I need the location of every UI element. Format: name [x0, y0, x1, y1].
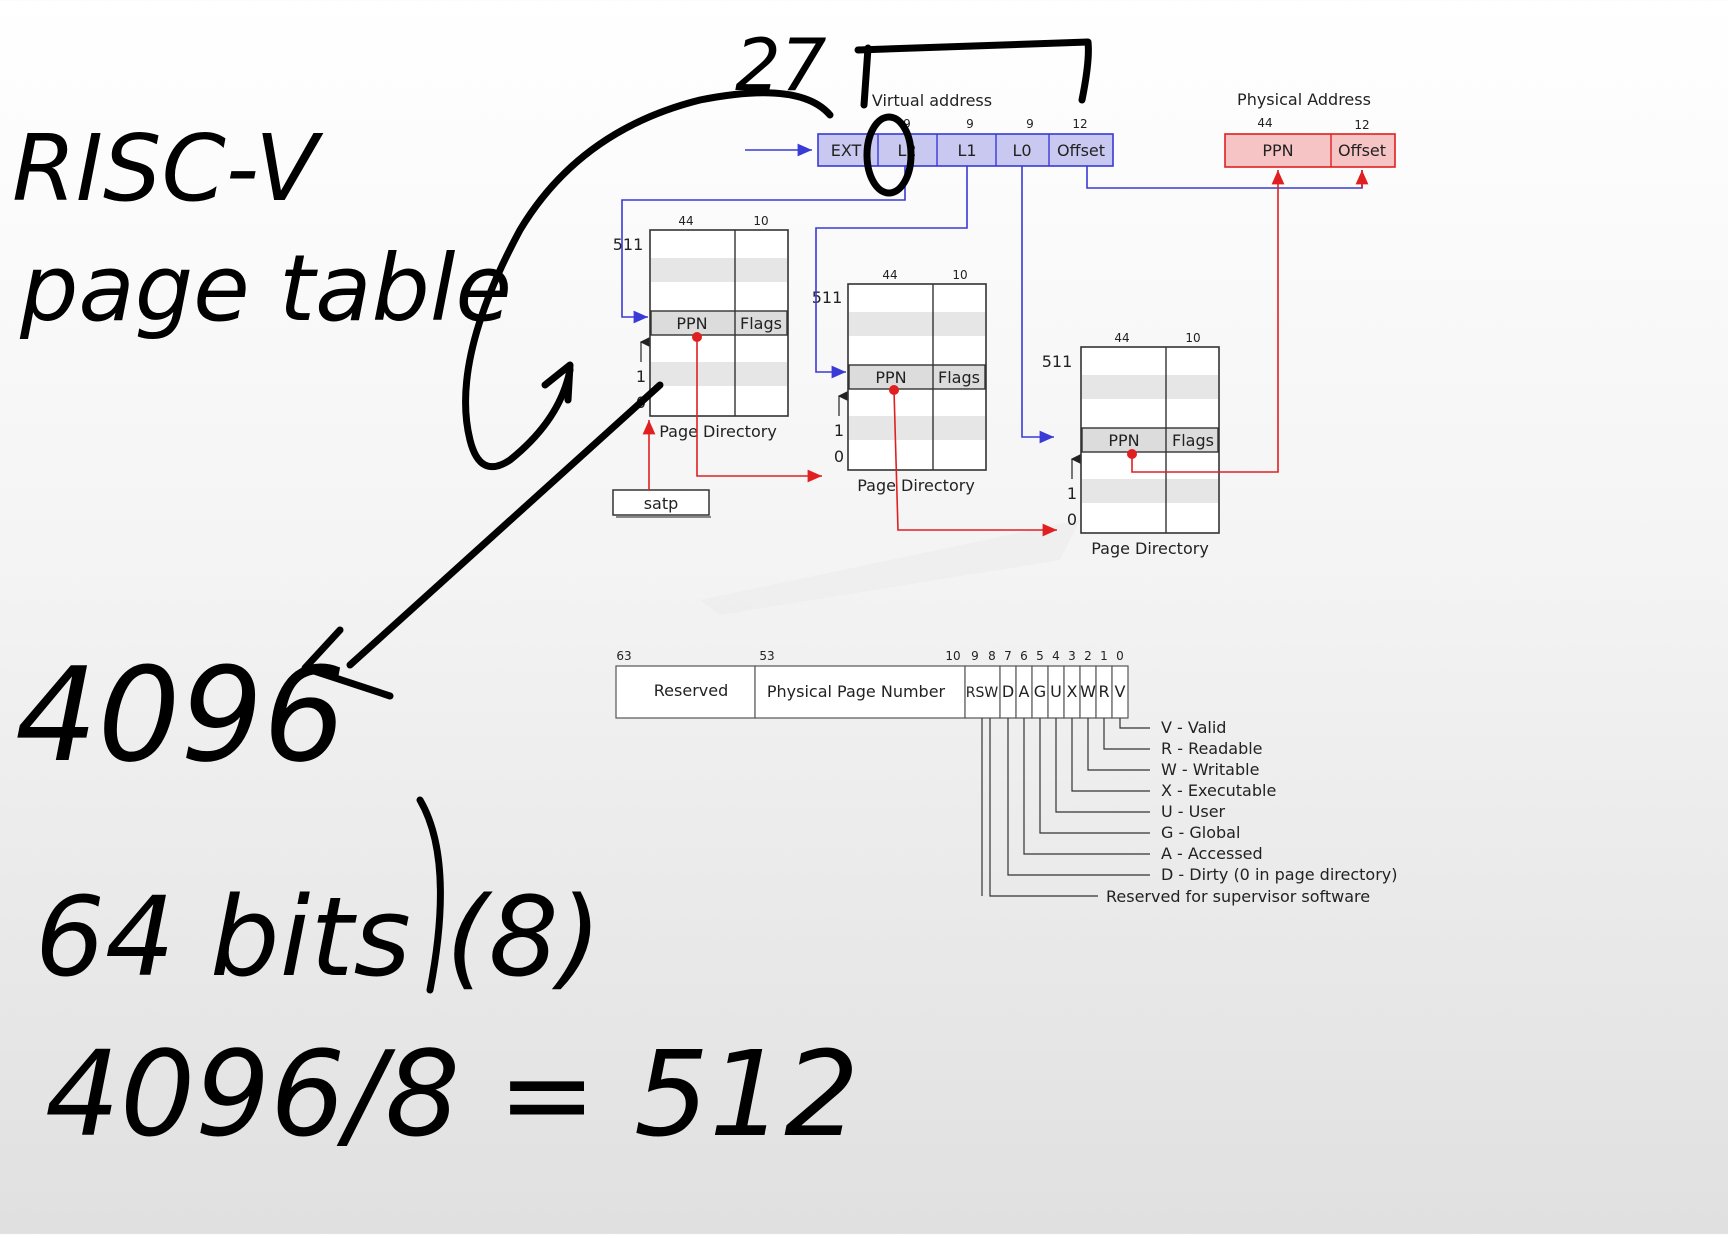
legend-writable: W - Writable: [1161, 760, 1259, 779]
note-4096: 4096: [15, 639, 346, 791]
legend-valid: V - Valid: [1161, 718, 1226, 737]
va-field-l0: L0: [1012, 141, 1031, 160]
shading-wedge: [700, 520, 1080, 615]
pd1-ppn-bits: 44: [678, 214, 693, 228]
handwritten-notes: RISC-V page table 27 4096 64 bits (8) 40…: [12, 23, 1092, 1163]
pte-bit-10: 10: [945, 649, 960, 663]
pd1-flag-bits: 10: [753, 214, 768, 228]
pte-bit-2: 2: [1084, 649, 1092, 663]
pd3-index-1: 1: [1067, 484, 1077, 503]
pte-field-g: G: [1034, 682, 1046, 701]
pte-bit-8: 8: [988, 649, 996, 663]
va-bits-l0: 9: [1026, 117, 1034, 131]
virtual-address-label: Virtual address: [872, 91, 992, 110]
pte-field-r: R: [1098, 682, 1109, 701]
pd1-label: Page Directory: [659, 422, 777, 441]
pte-bit-3: 3: [1068, 649, 1076, 663]
pte-bit-1: 1: [1100, 649, 1108, 663]
pte-field-a: A: [1019, 682, 1030, 701]
va-bits-l2: 9: [903, 117, 911, 131]
va-field-ext: EXT: [831, 141, 862, 160]
pd2-flag-bits: 10: [952, 268, 967, 282]
physical-address-label: Physical Address: [1237, 90, 1371, 109]
legend-accessed: A - Accessed: [1161, 844, 1263, 863]
pa-bits-offset: 12: [1354, 118, 1369, 132]
va-bits-l1: 9: [966, 117, 974, 131]
bracket-stroke: [854, 38, 1092, 104]
va-bits-offset: 12: [1072, 117, 1087, 131]
note-64-bits: 64 bits (8): [35, 873, 602, 1001]
pd1-index-511: 511: [613, 235, 644, 254]
pte-bit-4: 4: [1052, 649, 1060, 663]
pd3-flags: Flags: [1172, 431, 1214, 450]
page-directory-3: 44 10 511 PPN Flags 1 0 Page Directory: [1042, 331, 1220, 558]
note-page-table: page table: [19, 235, 512, 342]
pte-bit-63: 63: [616, 649, 631, 663]
pte-bit-5: 5: [1036, 649, 1044, 663]
pte-field-x: X: [1067, 682, 1078, 701]
pte-bit-9: 9: [971, 649, 979, 663]
pd3-ppn-bits: 44: [1114, 331, 1129, 345]
pte-field-w: W: [1080, 682, 1096, 701]
pd3-index-0: 0: [1067, 510, 1077, 529]
va-field-l1: L1: [957, 141, 976, 160]
legend-dirty: D - Dirty (0 in page directory): [1161, 865, 1397, 884]
satp-label: satp: [644, 494, 679, 513]
pd1-index-1: 1: [636, 367, 646, 386]
pte-bit-0: 0: [1116, 649, 1124, 663]
pa-field-ppn: PPN: [1262, 141, 1293, 160]
pd2-flags: Flags: [938, 368, 980, 387]
pte-field-rsw: RSW: [966, 685, 999, 701]
physical-address-bar: [1224, 133, 1396, 168]
down-arrow-stroke: [346, 381, 664, 669]
pte-field-reserved: Reserved: [654, 681, 728, 700]
va-field-offset: Offset: [1057, 141, 1105, 160]
curved-arrow-stroke: [462, 89, 834, 471]
pte-bit-53: 53: [759, 649, 774, 663]
pte-bit-6: 6: [1020, 649, 1028, 663]
legend-global: G - Global: [1161, 823, 1240, 842]
page-directory-2: 44 10 511 PPN Flags 1 0 Page Directory: [812, 268, 987, 495]
pte-format: 63 53 10 9 8 7 6 5 4 3 2 1 0 Reserved Ph…: [615, 649, 1397, 906]
pte-bit-7: 7: [1004, 649, 1012, 663]
legend-user: U - User: [1161, 802, 1226, 821]
pte-field-u: U: [1050, 682, 1062, 701]
physical-address: Physical Address PPN Offset 44 12: [1224, 90, 1396, 168]
pd1-ppn: PPN: [676, 314, 707, 333]
pd2-index-1: 1: [834, 421, 844, 440]
pd2-ppn-bits: 44: [882, 268, 897, 282]
satp-register: satp: [612, 489, 711, 518]
legend-readable: R - Readable: [1161, 739, 1263, 758]
pd3-ppn: PPN: [1108, 431, 1139, 450]
pa-field-offset: Offset: [1338, 141, 1386, 160]
note-27: 27: [735, 23, 827, 107]
pd3-index-511: 511: [1042, 352, 1073, 371]
pte-field-d: D: [1002, 682, 1014, 701]
pd1-flags: Flags: [740, 314, 782, 333]
pd3-flag-bits: 10: [1185, 331, 1200, 345]
pd3-label: Page Directory: [1091, 539, 1209, 558]
pd2-ppn: PPN: [875, 368, 906, 387]
pd2-index-0: 0: [834, 447, 844, 466]
pte-field-v: V: [1115, 682, 1126, 701]
pd2-label: Page Directory: [857, 476, 975, 495]
ppn-arrows: [642, 170, 1369, 537]
note-division: 4096/8 = 512: [45, 1025, 859, 1163]
pa-bits-ppn: 44: [1257, 116, 1272, 130]
legend-rsw: Reserved for supervisor software: [1106, 887, 1370, 906]
page-directory-1: 44 10 511 PPN Flags 1 0 Page Directory: [613, 214, 789, 441]
pd2-index-511: 511: [812, 288, 843, 307]
note-riscv: RISC-V: [12, 115, 324, 222]
pte-field-ppn: Physical Page Number: [767, 682, 946, 701]
legend-executable: X - Executable: [1161, 781, 1276, 800]
